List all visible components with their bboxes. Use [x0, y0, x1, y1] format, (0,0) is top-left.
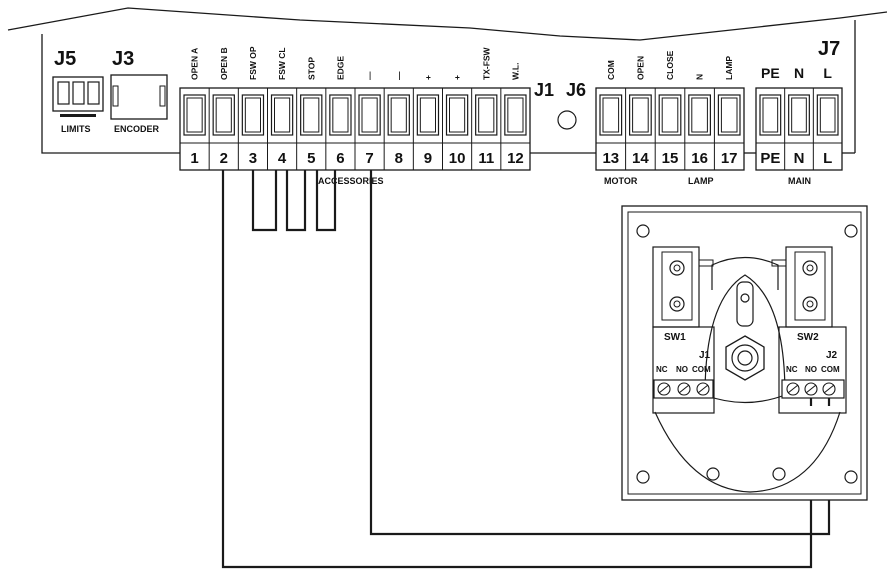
switch-j1-label: J1	[699, 350, 711, 361]
tb1-number-5: 5	[307, 150, 315, 167]
tb2-number-2: 14	[632, 150, 649, 167]
tb1-terminal-8: —8	[383, 71, 410, 170]
tb1-top-label-3: FSW OP	[248, 46, 258, 80]
j7-label: J7	[818, 38, 840, 60]
tb1-top-label-1: OPEN A	[190, 48, 200, 80]
tb1-terminal-6: EDGE 6	[325, 56, 352, 170]
tb1-number-7: 7	[365, 150, 373, 167]
j1-no-label: NO	[676, 365, 688, 374]
tb1-number-12: 12	[507, 150, 524, 167]
j1-nc-label: NC	[656, 365, 668, 374]
sw1-label: SW1	[664, 332, 686, 343]
tb2-terminal-2: OPEN 14	[625, 56, 652, 170]
tb1-number-8: 8	[395, 150, 403, 167]
switch-terminal-j2: J2 NC NO COM	[778, 326, 847, 414]
switch-j2-label: J2	[826, 350, 838, 361]
microswitch-sw2: SW2	[771, 246, 833, 343]
tb1-top-label-6: EDGE	[335, 56, 345, 80]
tb1-top-label-10: +	[452, 75, 462, 80]
sw2-label: SW2	[797, 332, 819, 343]
j1-label: J1	[534, 80, 554, 100]
tb1-top-label-7: —	[365, 71, 375, 80]
tb2-terminal-4: N 16	[684, 74, 711, 170]
tb2-number-5: 17	[721, 150, 738, 167]
connector-j3: J3 ENCODER	[110, 48, 168, 134]
tb1-top-label-8: —	[394, 71, 404, 80]
tb2-terminal-1: COM 13	[599, 60, 623, 167]
limits-label: LIMITS	[61, 124, 91, 134]
tb1-top-label-5: STOP	[306, 57, 316, 80]
tb1-terminal-4: FSW CL 4	[267, 47, 294, 170]
tb1-top-label-2: OPEN B	[219, 47, 229, 80]
tb2-top-label-3: CLOSE	[665, 50, 675, 80]
tb1-top-label-4: FSW CL	[277, 47, 287, 80]
tb1-number-10: 10	[449, 150, 466, 167]
tb1-terminal-7: —7	[354, 71, 381, 170]
connector-j5: J5 LIMITS	[52, 48, 104, 134]
switch-terminal-j1: J1 NC NO COM	[652, 326, 715, 414]
tb2-top-label-2: OPEN	[635, 56, 645, 80]
j6-label: J6	[566, 80, 586, 100]
tb3-terminal-2: NN	[784, 65, 810, 170]
lamp-group-label: LAMP	[688, 176, 714, 186]
tb3-top-label-2: N	[794, 65, 804, 81]
tb1-number-9: 9	[424, 150, 432, 167]
tb3-number-2: N	[794, 150, 805, 167]
encoder-label: ENCODER	[114, 124, 160, 134]
main-label: MAIN	[788, 176, 811, 186]
tb1-number-2: 2	[220, 150, 228, 167]
tb1-top-label-11: TX-FSW	[481, 46, 491, 80]
tb2-top-label-4: N	[695, 74, 705, 80]
tb1-number-1: 1	[190, 150, 198, 167]
j2-com-label: COM	[821, 365, 840, 374]
tb1-top-label-12: W.L.	[510, 63, 520, 80]
tb1-terminal-1: OPEN A 1	[183, 48, 206, 167]
j5-label: J5	[54, 48, 76, 70]
j2-no-label: NO	[805, 365, 817, 374]
tb3-top-label-1: PE	[761, 65, 780, 81]
tb2-terminal-3: CLOSE 15	[654, 50, 682, 170]
tb2-top-label-5: LAMP	[724, 56, 734, 80]
tb2-terminal-5: LAMP 17	[713, 56, 741, 170]
tb1-number-11: 11	[478, 150, 494, 167]
tb3-terminal-1: PE PE	[759, 65, 782, 167]
tb1-terminal-2: OPEN B 2	[208, 47, 235, 170]
j1-com-label: COM	[692, 365, 711, 374]
tb1-number-4: 4	[278, 150, 287, 167]
tb1-terminal-12: W.L. 12	[500, 63, 527, 170]
tb3-terminal-3: LL	[812, 65, 839, 170]
accessories-label: ACCESSORIES	[318, 176, 384, 186]
tb1-number-6: 6	[336, 150, 344, 167]
tb1-terminal-5: STOP 5	[296, 57, 323, 170]
tb1-top-label-9: +	[423, 75, 433, 80]
tb3-top-label-3: L	[823, 65, 832, 81]
mounting-hole	[557, 110, 577, 130]
tb3-number-3: L	[823, 150, 832, 167]
j3-label: J3	[112, 48, 134, 70]
tb3-number-1: PE	[760, 150, 780, 167]
tb1-terminal-10: +10	[442, 75, 469, 170]
tb2-number-1: 13	[602, 150, 619, 167]
tb1-terminal-3: FSW OP 3	[237, 46, 265, 170]
tb2-number-4: 16	[691, 150, 708, 167]
j2-nc-label: NC	[786, 365, 798, 374]
limit-switch-box: SW1 SW2 J1 NC NO COM	[621, 205, 868, 501]
control-board	[7, 7, 887, 154]
tb1-terminal-9: +9	[412, 75, 440, 170]
tb2-number-3: 15	[662, 150, 679, 167]
tb2-top-label-1: COM	[606, 60, 616, 80]
jumper-wires	[251, 170, 337, 232]
tb1-terminal-11: TX-FSW 11	[471, 46, 498, 170]
tb1-number-3: 3	[249, 150, 257, 167]
motor-label: MOTOR	[604, 176, 638, 186]
